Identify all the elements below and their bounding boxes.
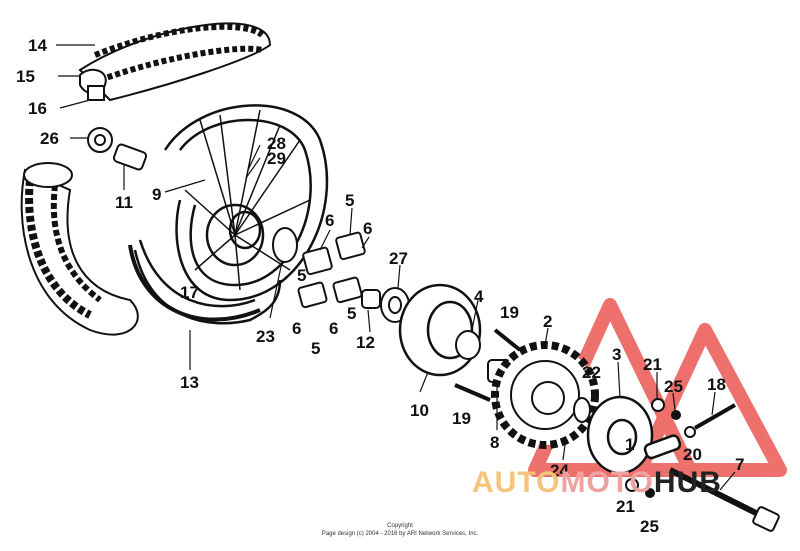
callout-21a: 21	[643, 355, 662, 374]
stud-19b	[454, 383, 491, 402]
callout-29: 29	[267, 149, 286, 168]
watermark-text: AUTOMOTOHUB	[472, 468, 722, 498]
bearing-4	[455, 330, 481, 360]
rim-band	[87, 85, 105, 101]
stud-19a	[493, 328, 522, 352]
callout-15: 15	[16, 67, 35, 86]
callout-3: 3	[612, 345, 622, 364]
sprocket-2	[491, 341, 599, 449]
callout-2: 2	[543, 312, 553, 331]
callout-5d: 5	[311, 339, 321, 358]
callout-5c: 5	[347, 304, 357, 323]
nut-21a	[651, 398, 665, 412]
callout-6d: 6	[329, 319, 339, 338]
callout-23: 23	[256, 327, 275, 346]
callout-17: 17	[180, 283, 199, 302]
callout-19b: 19	[452, 409, 471, 428]
callout-14: 14	[28, 36, 47, 55]
tire-lower	[20, 162, 139, 336]
callout-16: 16	[28, 99, 47, 118]
watermark-part-auto: AUTO	[472, 466, 561, 499]
callout-13: 13	[180, 373, 199, 392]
wheel-spokes	[184, 109, 311, 291]
bearing-26	[87, 127, 113, 153]
callout-11: 11	[115, 193, 133, 212]
watermark-part-moto: MOTO	[560, 466, 654, 499]
nut-20	[684, 426, 696, 438]
damper-blocks	[297, 231, 366, 309]
callout-6a: 6	[325, 211, 335, 230]
callout-26: 26	[40, 129, 59, 148]
spacer-11	[112, 143, 148, 171]
bolt-18	[694, 403, 736, 430]
spacer-12	[361, 289, 381, 309]
callout-12: 12	[356, 333, 375, 352]
callout-10: 10	[410, 401, 429, 420]
footer-copyright-text: Page design (c) 2004 - 2016 by ARI Netwo…	[321, 531, 479, 537]
callout-22: 22	[582, 363, 601, 382]
nut-21b	[625, 478, 639, 492]
callout-7: 7	[735, 455, 745, 474]
callout-5b: 5	[297, 266, 307, 285]
callout-18: 18	[707, 375, 726, 394]
callout-20: 20	[683, 445, 702, 464]
rim-strip	[128, 244, 261, 322]
callout-21b: 21	[616, 497, 635, 516]
callout-9: 9	[152, 185, 162, 204]
nut-25b	[645, 488, 655, 498]
callout-28: 28	[267, 134, 286, 153]
seal-22	[573, 397, 591, 423]
callout-24: 24	[550, 461, 569, 480]
tire-upper	[78, 22, 272, 102]
leader-lines	[56, 44, 736, 491]
callout-5a: 5	[345, 191, 355, 210]
watermark-part-hub: HUB	[653, 466, 722, 499]
callout-19a: 19	[500, 303, 519, 322]
axle-7	[668, 467, 772, 523]
callout-8: 8	[490, 433, 500, 452]
callout-1: 1	[625, 435, 635, 454]
adjuster-plate	[586, 395, 682, 475]
callout-6c: 6	[292, 319, 302, 338]
callout-6b: 6	[363, 219, 373, 238]
nut-25a	[671, 410, 681, 420]
footer-copyright-label: Copyright	[387, 523, 413, 529]
callout-25a: 25	[664, 377, 683, 396]
callout-25b: 25	[640, 517, 659, 536]
callout-27: 27	[389, 249, 408, 268]
oil-seal-23	[272, 227, 298, 263]
callout-4: 4	[474, 287, 484, 306]
